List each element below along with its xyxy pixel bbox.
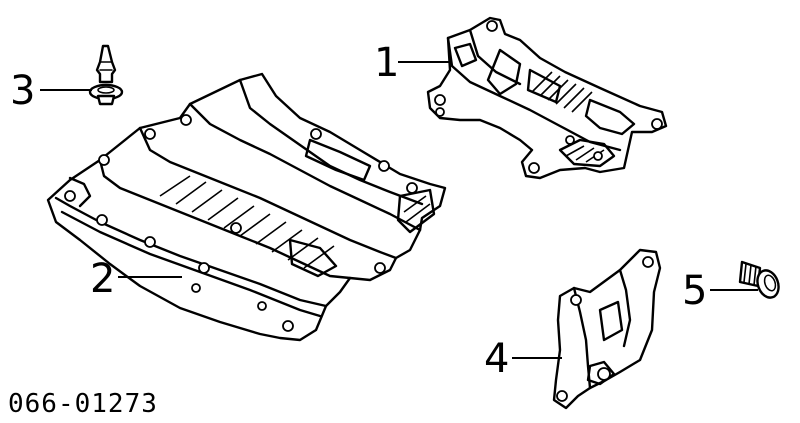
callout-number-2: 2: [90, 256, 115, 302]
part-2-under-cover[interactable]: [46, 72, 447, 342]
callout-number-3: 3: [10, 68, 35, 114]
callout-number-5: 5: [682, 268, 707, 314]
callout-number-4: 4: [484, 336, 509, 382]
part-3-clip-fastener[interactable]: [88, 44, 124, 106]
diagram-reference-code: 066-01273: [8, 389, 158, 419]
part-4-side-bracket[interactable]: [552, 248, 662, 410]
callout-number-1: 1: [374, 40, 399, 86]
part-5-bolt[interactable]: [738, 260, 782, 301]
part-1-front-skid-plate[interactable]: [426, 16, 668, 180]
